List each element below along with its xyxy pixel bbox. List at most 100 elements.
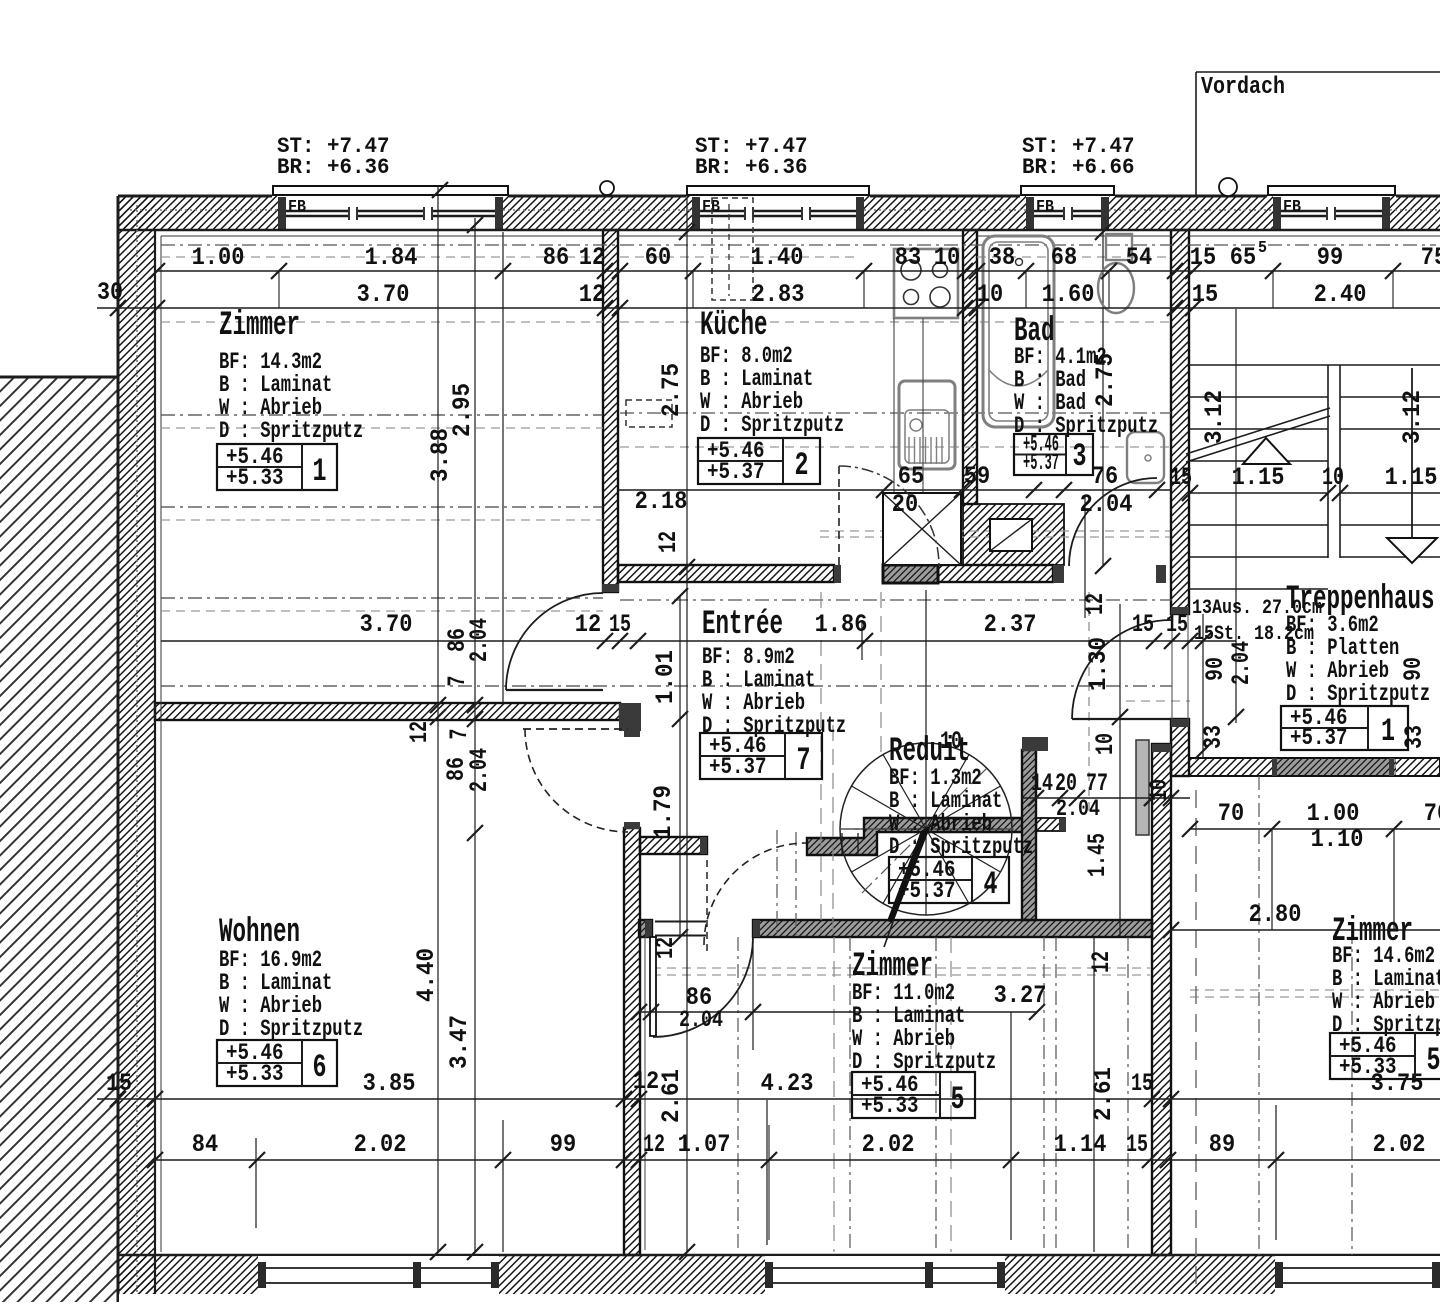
svg-text:2.37: 2.37 [984, 610, 1037, 639]
svg-text:15: 15 [609, 610, 631, 639]
svg-text:1.00: 1.00 [1307, 799, 1360, 828]
svg-text:12: 12 [654, 531, 683, 553]
svg-text:4: 4 [984, 866, 998, 903]
svg-text:89: 89 [1209, 1130, 1235, 1159]
svg-text:7: 7 [443, 676, 472, 687]
svg-text:1.86: 1.86 [815, 610, 868, 639]
svg-text:84: 84 [192, 1130, 218, 1159]
svg-text:10: 10 [1091, 733, 1120, 755]
svg-text:1: 1 [313, 453, 327, 490]
svg-text:12: 12 [651, 937, 680, 959]
svg-text:12: 12 [579, 280, 605, 309]
svg-text:1.40: 1.40 [751, 243, 804, 272]
svg-text:1.01: 1.01 [651, 650, 680, 704]
svg-text:3.12: 3.12 [1398, 390, 1427, 444]
svg-text:68: 68 [1051, 243, 1077, 272]
svg-text:5: 5 [1427, 1042, 1440, 1079]
svg-text:60: 60 [645, 243, 671, 272]
svg-text:33: 33 [1400, 725, 1429, 749]
svg-text:76: 76 [1092, 462, 1118, 491]
svg-text:83: 83 [895, 243, 921, 272]
svg-text:BR: +6.36: BR: +6.36 [277, 155, 390, 180]
svg-text:1.07: 1.07 [678, 1130, 731, 1159]
svg-text:+5.33: +5.33 [226, 1061, 284, 1087]
svg-text:+5.37: +5.37 [709, 754, 767, 780]
svg-text:59: 59 [964, 462, 990, 491]
svg-text:1.79: 1.79 [649, 785, 678, 839]
svg-text:+5.33: +5.33 [861, 1093, 919, 1119]
svg-text:14: 14 [1031, 769, 1053, 798]
svg-text:90: 90 [1399, 657, 1428, 681]
svg-text:20: 20 [1055, 769, 1077, 798]
svg-text:1.45: 1.45 [1083, 833, 1112, 877]
svg-text:15: 15 [1166, 610, 1188, 639]
svg-text:15: 15 [1131, 1069, 1153, 1098]
svg-text:90: 90 [1201, 657, 1230, 681]
svg-text:65: 65 [1230, 243, 1256, 272]
svg-text:2.83: 2.83 [752, 280, 805, 309]
svg-text:10: 10 [934, 243, 960, 272]
svg-text:10: 10 [977, 280, 1003, 309]
svg-text:1.30: 1.30 [1084, 637, 1113, 691]
svg-text:99: 99 [550, 1130, 576, 1159]
svg-text:1.00: 1.00 [192, 243, 245, 272]
svg-text:3.12: 3.12 [1200, 390, 1229, 444]
svg-text:54: 54 [1126, 243, 1152, 272]
svg-text:+5.37: +5.37 [1290, 725, 1348, 751]
svg-text:3.88: 3.88 [426, 428, 455, 482]
svg-text:D : Spritzputz: D : Spritzputz [700, 412, 844, 438]
svg-text:70: 70 [1218, 799, 1244, 828]
svg-text:12: 12 [643, 1130, 665, 1159]
svg-text:12: 12 [1081, 593, 1110, 615]
svg-text:4.40: 4.40 [412, 948, 441, 1002]
svg-text:D : Spritzputz: D : Spritzputz [1286, 681, 1430, 707]
svg-text:1.15: 1.15 [1232, 463, 1285, 492]
svg-text:7: 7 [797, 742, 811, 779]
svg-text:1.10: 1.10 [1311, 825, 1364, 854]
svg-text:3.27: 3.27 [994, 981, 1047, 1010]
svg-text:D : Spritzputz: D : Spritzputz [219, 1016, 363, 1042]
svg-text:15: 15 [1126, 1130, 1148, 1159]
svg-text:7: 7 [445, 729, 474, 740]
svg-text:2.04: 2.04 [465, 618, 494, 662]
svg-text:15: 15 [1132, 610, 1154, 639]
svg-text:38: 38 [989, 243, 1015, 272]
svg-text:+5.33: +5.33 [1339, 1054, 1397, 1080]
svg-text:Zimmer: Zimmer [219, 307, 300, 345]
svg-text:3.70: 3.70 [357, 280, 410, 309]
svg-text:65: 65 [898, 462, 924, 491]
svg-text:33: 33 [1199, 725, 1228, 749]
svg-text:15St. 18.2cm: 15St. 18.2cm [1194, 623, 1314, 646]
svg-text:2: 2 [795, 447, 809, 484]
svg-text:FB: FB [1036, 198, 1054, 217]
svg-text:5: 5 [1258, 239, 1267, 258]
svg-text:4.23: 4.23 [761, 1069, 814, 1098]
svg-text:99: 99 [1317, 243, 1343, 272]
svg-text:10: 10 [1145, 779, 1174, 801]
svg-text:3.70: 3.70 [360, 610, 413, 639]
svg-text:15: 15 [1192, 280, 1218, 309]
svg-text:Entrée: Entrée [702, 606, 783, 644]
svg-text:15: 15 [1190, 243, 1216, 272]
svg-text:2.02: 2.02 [1373, 1130, 1426, 1159]
svg-text:15: 15 [1170, 463, 1192, 492]
svg-text:FB: FB [288, 198, 306, 217]
svg-text:75: 75 [1421, 243, 1440, 272]
svg-text:BR: +6.36: BR: +6.36 [695, 155, 808, 180]
svg-text:2.04: 2.04 [1227, 641, 1256, 685]
svg-text:Vordach: Vordach [1201, 74, 1285, 101]
svg-text:13Aus. 27.0cm: 13Aus. 27.0cm [1192, 597, 1322, 620]
svg-text:2.18: 2.18 [635, 487, 688, 516]
svg-text:1.15: 1.15 [1385, 463, 1438, 492]
svg-text:2.61: 2.61 [657, 1069, 686, 1123]
svg-text:12: 12 [579, 243, 605, 272]
svg-text:10: 10 [1322, 463, 1344, 492]
svg-text:1.14: 1.14 [1054, 1130, 1107, 1159]
svg-text:12: 12 [1087, 951, 1116, 973]
svg-text:+5.37: +5.37 [707, 459, 765, 485]
svg-text:2.40: 2.40 [1314, 280, 1367, 309]
svg-text:Küche: Küche [700, 307, 768, 345]
svg-text:1.84: 1.84 [365, 243, 418, 272]
svg-text:2.80: 2.80 [1249, 900, 1302, 929]
svg-text:86: 86 [543, 243, 569, 272]
